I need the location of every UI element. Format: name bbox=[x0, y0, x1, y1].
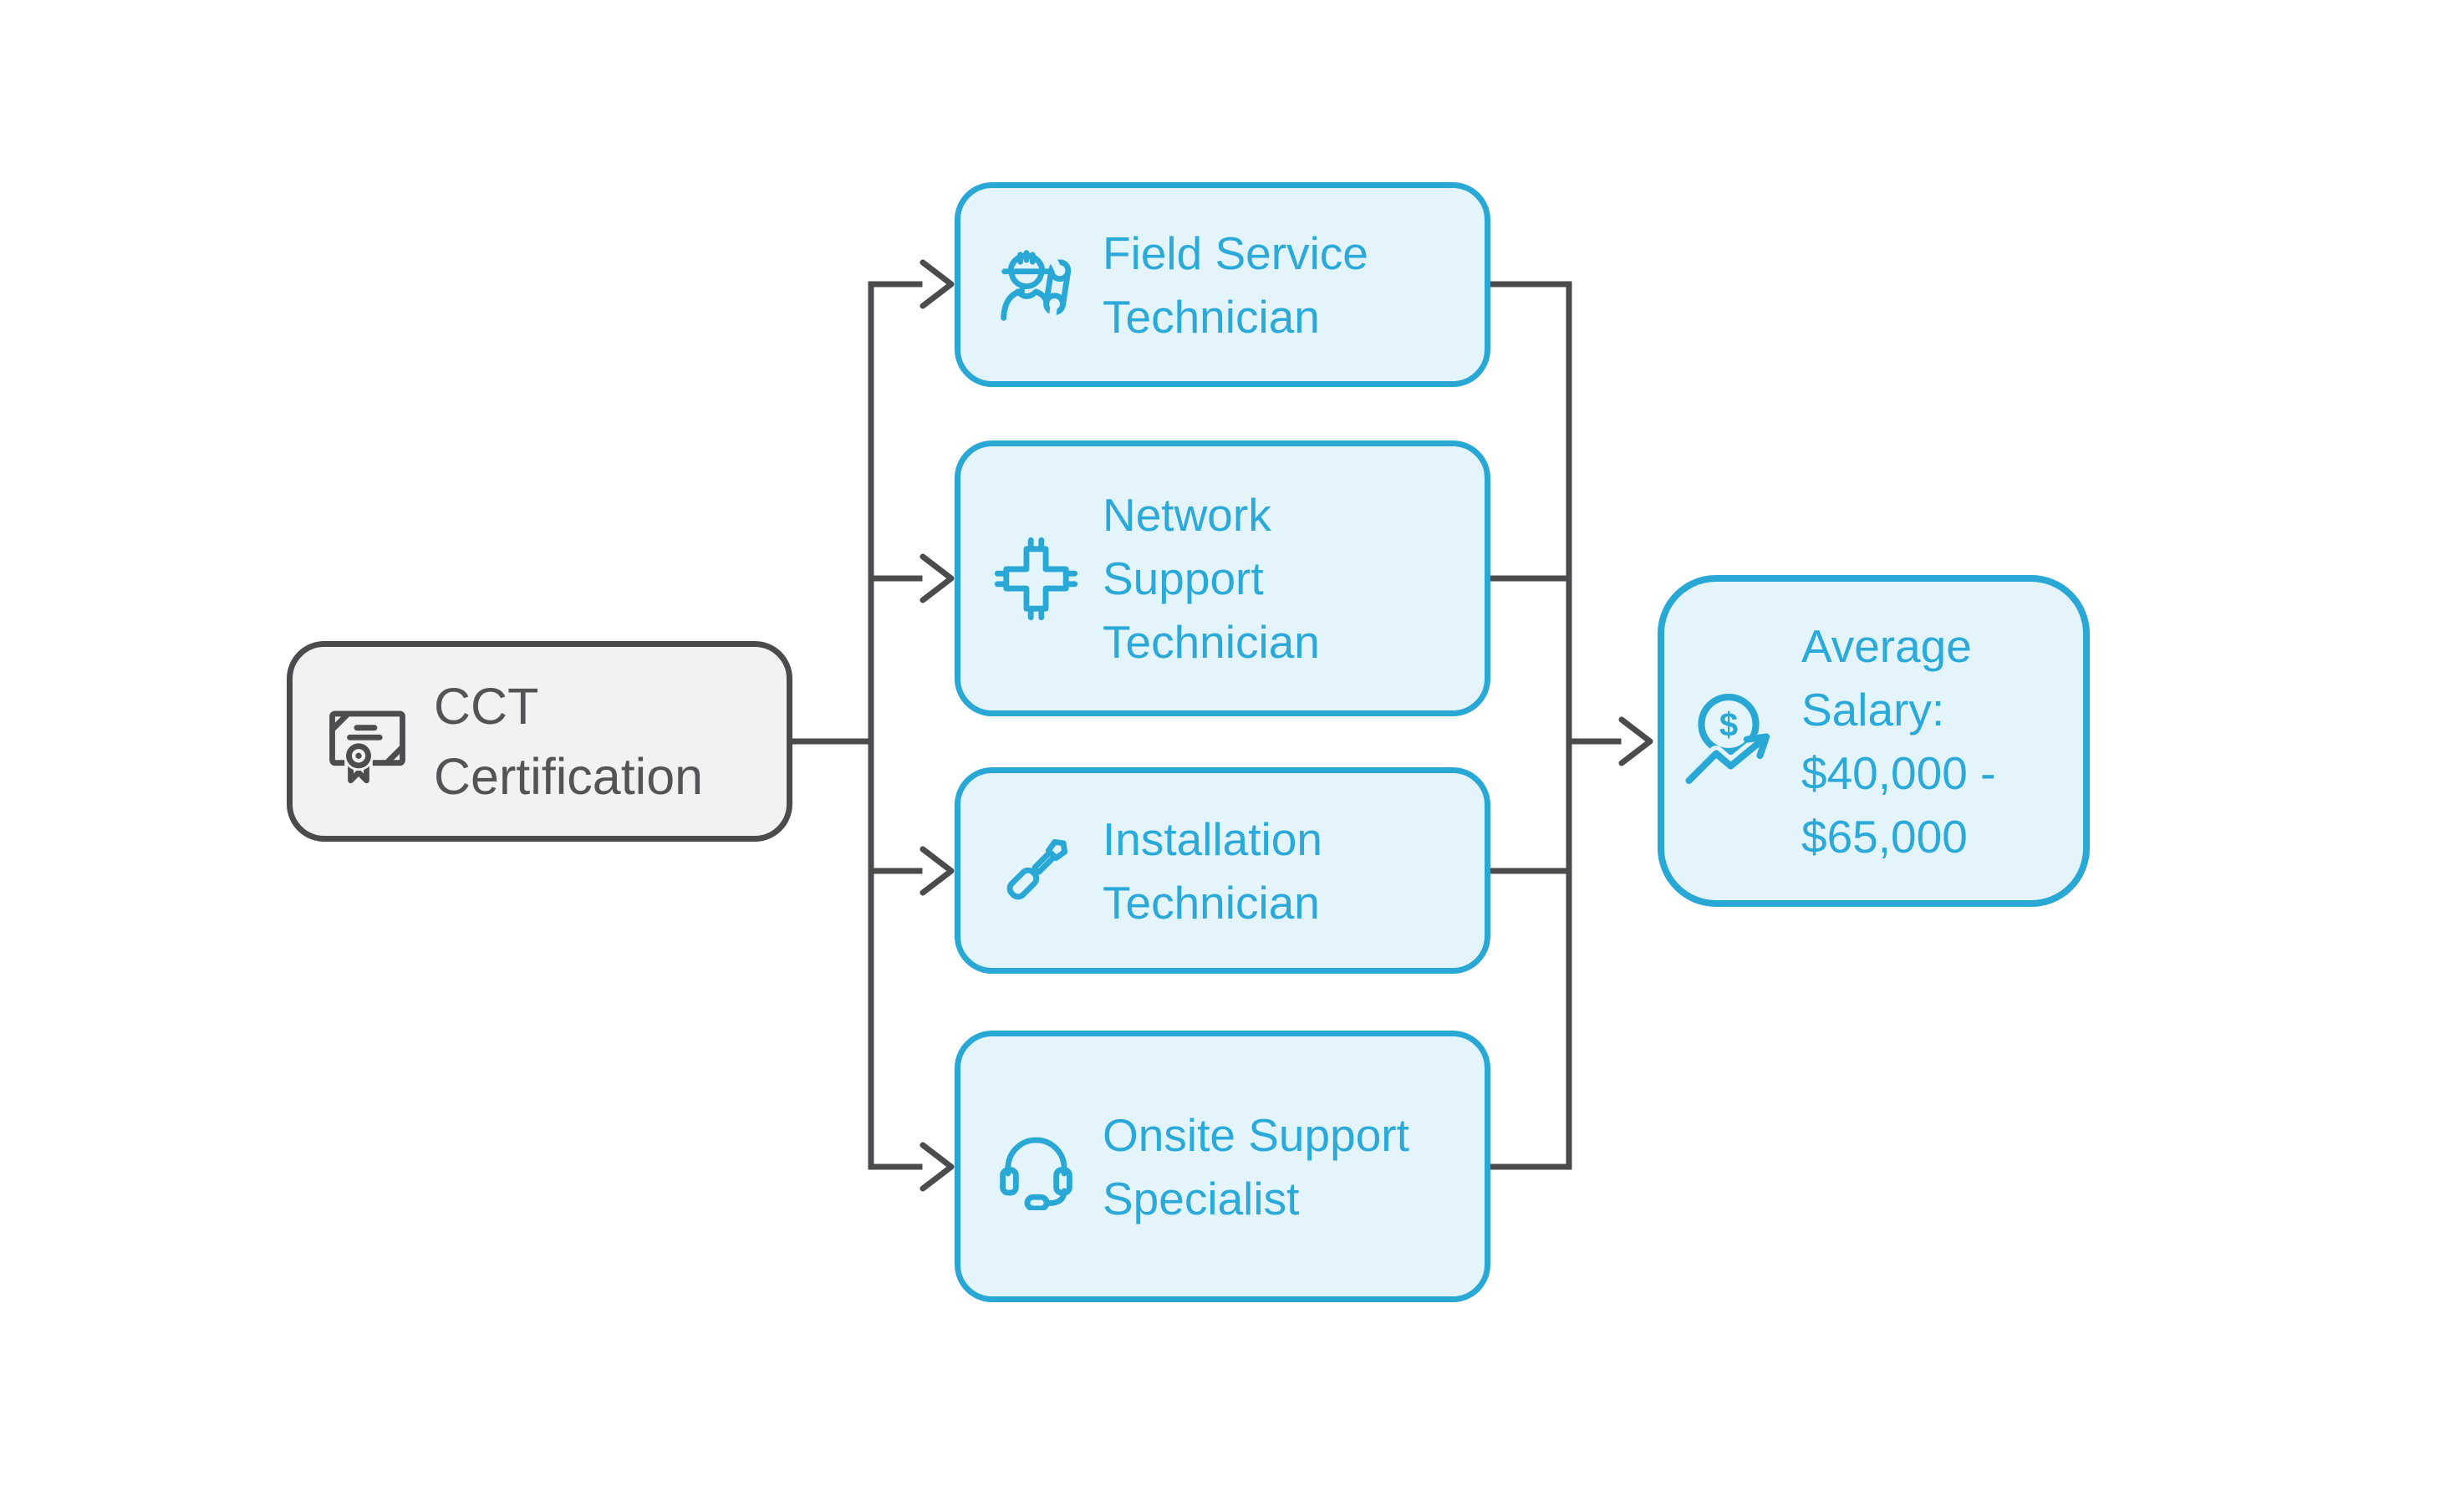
average-salary-node: $ Average Salary: $40,000 - $65,000 bbox=[1658, 575, 2090, 907]
headset-icon bbox=[992, 1123, 1080, 1210]
arrowhead-role-2 bbox=[919, 553, 955, 603]
role-label: Onsite Support Specialist bbox=[1103, 1108, 1409, 1224]
role-label: Installation Technician bbox=[1103, 812, 1322, 929]
svg-text:$: $ bbox=[1719, 706, 1738, 743]
source-label: CCT Certification bbox=[434, 678, 704, 805]
arrowhead-result bbox=[1618, 716, 1653, 766]
role-label: Field Service Technician bbox=[1103, 227, 1368, 343]
role-node-network-support-technician: Network Support Technician bbox=[955, 440, 1490, 716]
role-label: Network Support Technician bbox=[1103, 489, 1320, 668]
field-service-worker-icon bbox=[992, 241, 1080, 328]
role-node-onsite-support-specialist: Onsite Support Specialist bbox=[955, 1031, 1490, 1302]
result-label: Average Salary: $40,000 - $65,000 bbox=[1801, 619, 1996, 863]
role-node-installation-technician: Installation Technician bbox=[955, 767, 1490, 974]
arrowhead-role-1 bbox=[919, 259, 955, 309]
certificate-icon bbox=[323, 698, 411, 786]
cct-certification-node: CCT Certification bbox=[287, 641, 792, 842]
salary-trend-icon: $ bbox=[1683, 689, 1787, 793]
screwdriver-icon bbox=[992, 827, 1080, 914]
arrowhead-role-4 bbox=[919, 1142, 955, 1192]
role-node-field-service-technician: Field Service Technician bbox=[955, 182, 1490, 387]
network-chip-icon bbox=[992, 535, 1080, 623]
arrowhead-role-3 bbox=[919, 846, 955, 896]
